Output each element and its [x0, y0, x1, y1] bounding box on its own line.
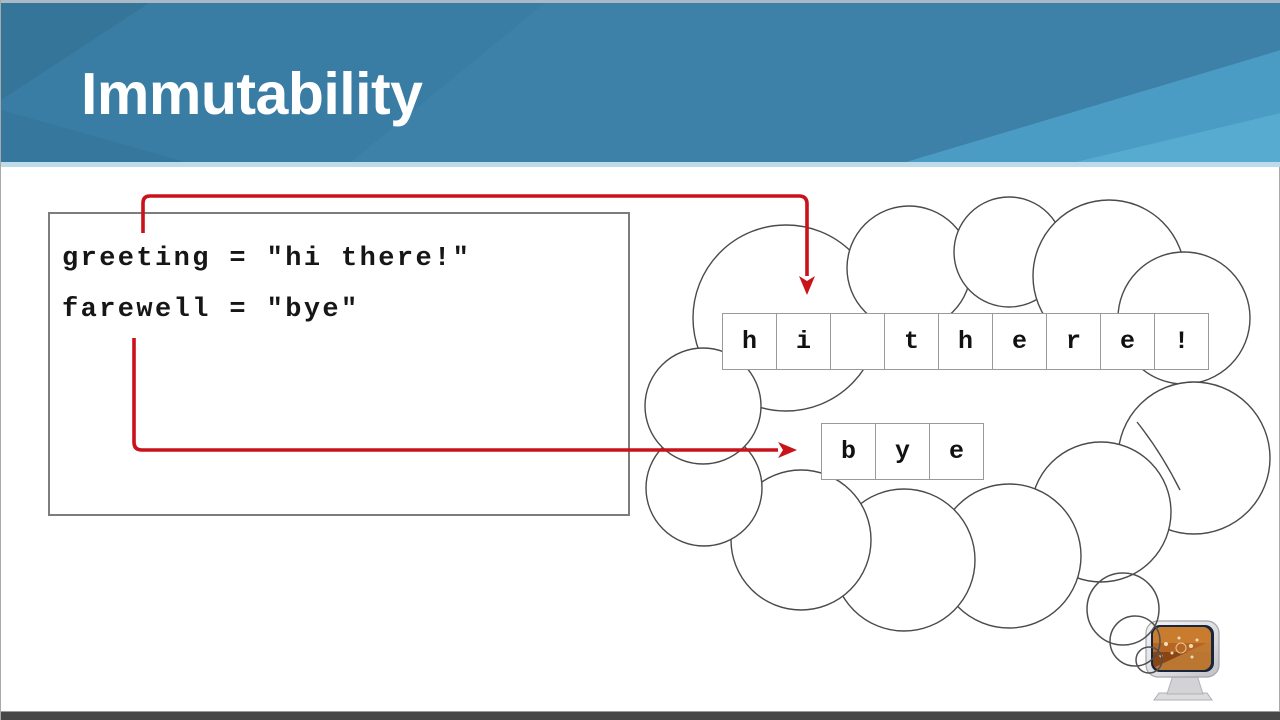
char-cell: e: [929, 423, 984, 480]
char-cell: h: [938, 313, 993, 370]
header-decoration: [1, 0, 1280, 162]
thought-cloud-icon: [644, 196, 1271, 632]
string-cells-farewell: b y e: [821, 423, 984, 480]
char-cell: [830, 313, 885, 370]
pointer-arrow-greeting: [141, 194, 815, 295]
page-title: Immutability: [81, 61, 423, 127]
computer-monitor-icon: [1145, 620, 1220, 701]
thought-trail-circles: [1086, 572, 1163, 674]
string-cells-greeting: h i t h e r e !: [722, 313, 1209, 370]
char-cell: b: [821, 423, 876, 480]
slide-header: Immutability: [1, 0, 1280, 167]
pointer-arrow-farewell: [132, 338, 797, 458]
char-cell: e: [1100, 313, 1155, 370]
char-cell: e: [992, 313, 1047, 370]
char-cell: t: [884, 313, 939, 370]
code-line-farewell: farewell = "bye": [62, 295, 360, 325]
slide-bottom-edge: [1, 711, 1280, 720]
char-cell: h: [722, 313, 777, 370]
code-box: greeting = "hi there!" farewell = "bye": [48, 212, 630, 516]
char-cell: !: [1154, 313, 1209, 370]
code-line-greeting: greeting = "hi there!": [62, 244, 472, 274]
char-cell: y: [875, 423, 930, 480]
char-cell: i: [776, 313, 831, 370]
char-cell: r: [1046, 313, 1101, 370]
